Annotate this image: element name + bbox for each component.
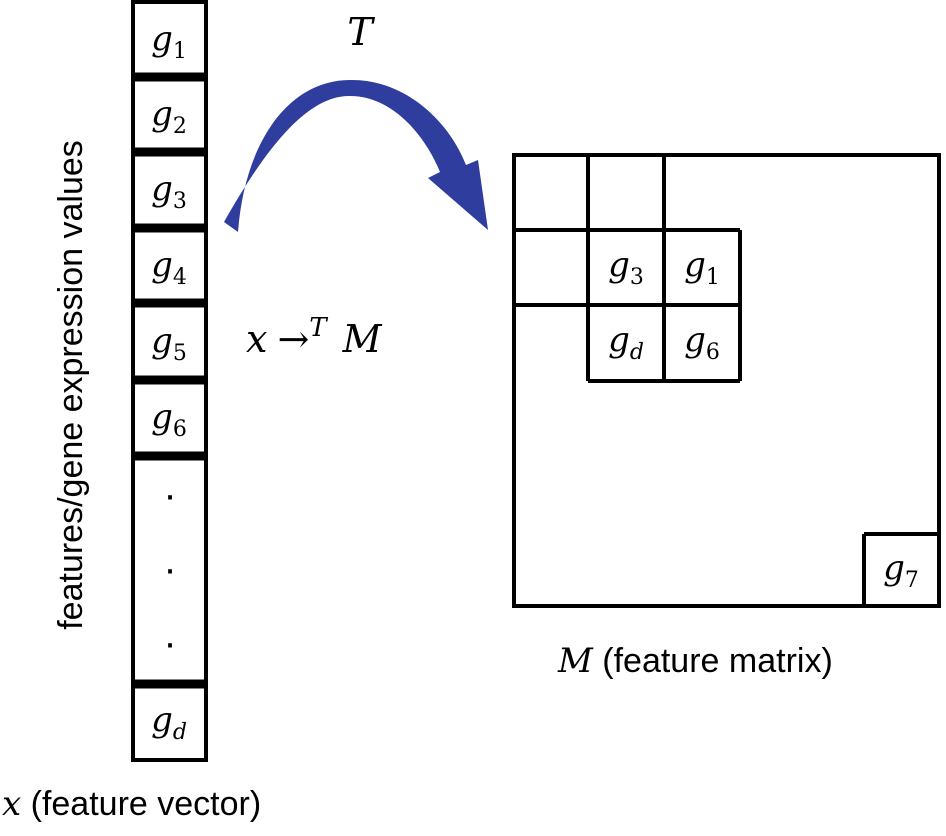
vector-cell-g1: g1 <box>151 19 187 64</box>
vector-cell-gd: gd <box>151 700 187 745</box>
vector-cell-g5: g5 <box>151 321 187 366</box>
vector-cell-g2: g2 <box>151 94 187 139</box>
vector-dot-3: · <box>163 621 176 665</box>
transform-label: T <box>347 10 375 54</box>
vector-cell-g3: g3 <box>151 169 187 214</box>
feature-vector: g1 g2 g3 g4 g5 g6 · · · gd <box>131 0 208 762</box>
vertical-axis-label: features/gene expression values <box>52 140 90 630</box>
vector-dot-2: · <box>163 547 176 591</box>
vector-dot-1: · <box>163 473 176 517</box>
vector-cell-g4: g4 <box>151 245 187 290</box>
feature-matrix <box>512 153 941 608</box>
vector-caption: x (feature vector) <box>2 784 261 824</box>
matrix-cell-gd: gd <box>608 320 644 365</box>
matrix-cell-g6: g6 <box>684 320 720 365</box>
matrix-cell-g1: g1 <box>684 245 720 290</box>
matrix-cell-g3: g3 <box>608 245 644 290</box>
transform-arrow <box>224 79 488 232</box>
vector-cell-g6: g6 <box>151 397 187 442</box>
matrix-cell-g7: g7 <box>883 548 919 593</box>
matrix-caption: M (feature matrix) <box>557 641 833 681</box>
